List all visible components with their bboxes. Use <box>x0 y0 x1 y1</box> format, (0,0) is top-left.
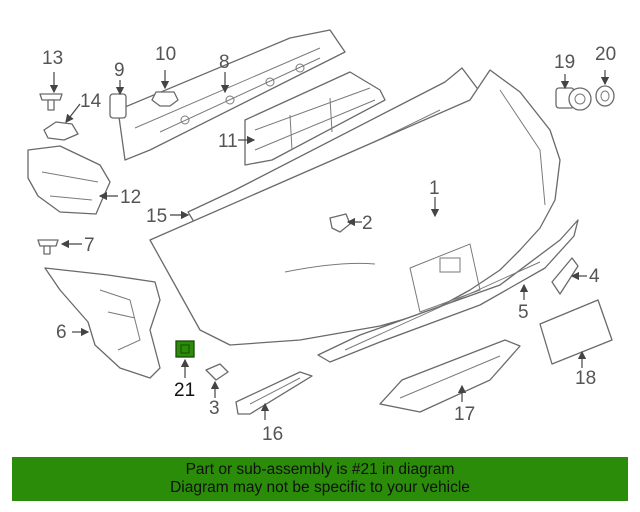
parts-diagram: 1 2 3 4 5 6 7 8 9 10 11 12 13 14 15 16 1… <box>27 29 616 445</box>
banner-line-1: Part or sub-assembly is #21 in diagram <box>185 461 455 478</box>
part-19-sensor <box>555 87 592 111</box>
part-11-energy-absorber <box>244 71 386 166</box>
part-14-retainer-clip <box>43 121 79 141</box>
callout-3: 3 <box>209 398 220 419</box>
part-2-push-clip <box>329 213 351 233</box>
part-3-nut <box>205 363 229 381</box>
part-13-screw <box>39 93 63 111</box>
callout-7: 7 <box>84 235 95 256</box>
callout-17: 17 <box>454 404 475 425</box>
part-7-screw <box>37 239 59 255</box>
part-4-reflector <box>551 257 579 295</box>
callout-labels: 1 2 3 4 5 6 7 8 9 10 11 12 13 14 15 16 1… <box>42 44 616 445</box>
part-6-side-bracket <box>44 267 161 379</box>
info-banner: Part or sub-assembly is #21 in diagram D… <box>12 457 628 501</box>
part-5-lower-trim <box>317 219 579 363</box>
part-1-bumper-cover <box>149 69 561 346</box>
callout-13: 13 <box>42 48 63 69</box>
part-21-highlighted[interactable] <box>175 340 195 358</box>
callout-11: 11 <box>218 131 238 152</box>
banner-line-2: Diagram may not be specific to your vehi… <box>170 479 470 496</box>
part-17-diffuser <box>379 339 521 413</box>
callout-14: 14 <box>80 91 102 112</box>
callout-9: 9 <box>114 60 125 81</box>
part-9-pad <box>109 93 127 119</box>
callout-21: 21 <box>174 380 195 401</box>
callout-18: 18 <box>575 368 596 389</box>
part-18-plate-base <box>539 299 613 365</box>
leader-lines <box>49 70 610 420</box>
callout-12: 12 <box>120 187 141 208</box>
callout-8: 8 <box>219 52 230 73</box>
part-12-side-guide <box>27 145 111 215</box>
callout-2: 2 <box>362 213 373 234</box>
callout-1: 1 <box>429 178 440 199</box>
callout-15: 15 <box>146 206 167 227</box>
callout-4: 4 <box>589 266 600 287</box>
callout-5: 5 <box>518 302 529 323</box>
callout-6: 6 <box>56 322 67 343</box>
part-20-sensor-ring <box>595 85 615 107</box>
callout-19: 19 <box>554 52 575 73</box>
part-10-nut <box>151 91 179 107</box>
callout-20: 20 <box>595 44 616 65</box>
callout-10: 10 <box>155 44 176 65</box>
part-16-lower-bracket <box>235 371 313 415</box>
callout-16: 16 <box>262 424 283 445</box>
